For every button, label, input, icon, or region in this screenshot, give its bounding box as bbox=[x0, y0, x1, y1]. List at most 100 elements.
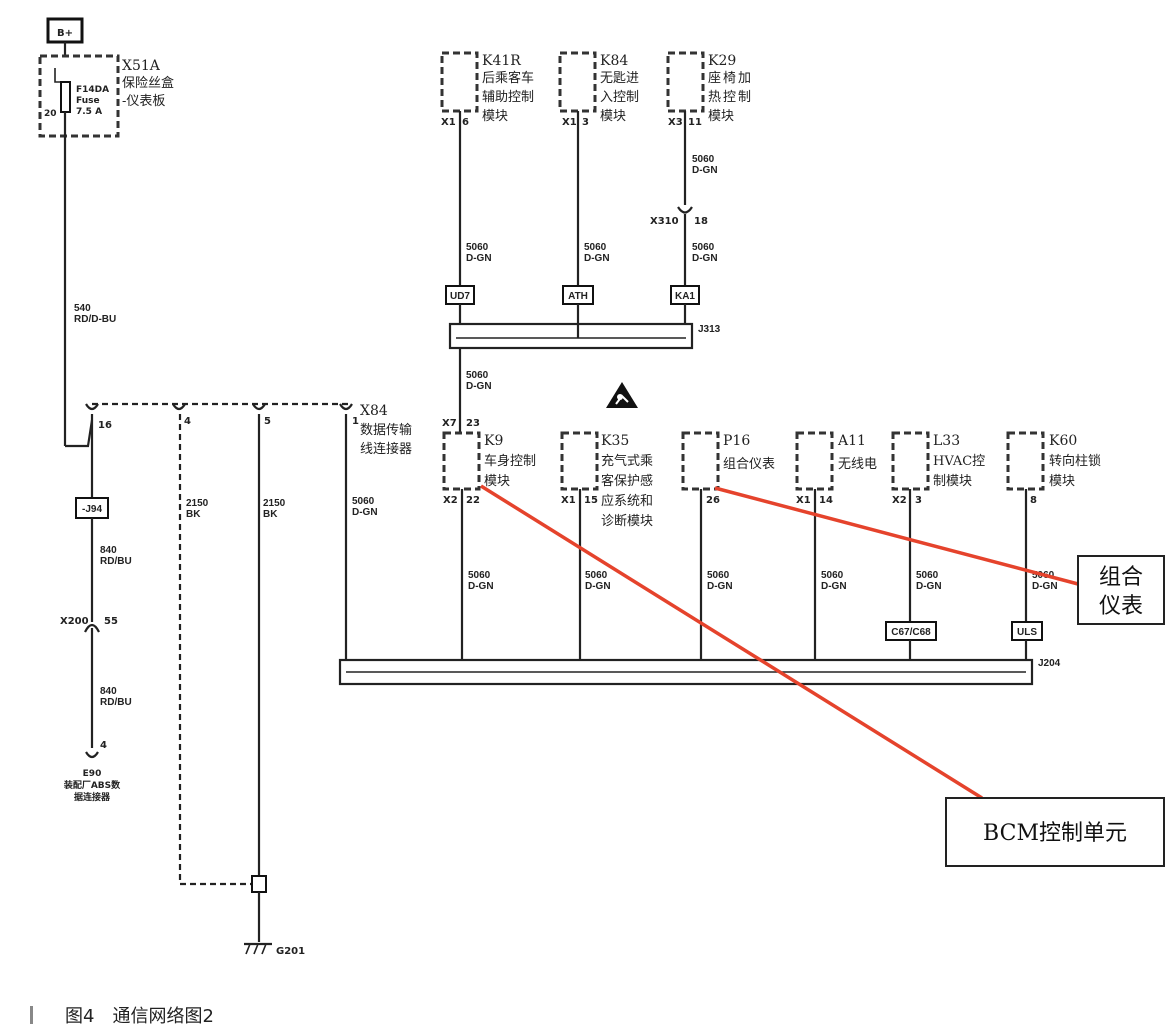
caption-marker bbox=[30, 1006, 33, 1024]
fuse-name-2: Fuse bbox=[76, 96, 100, 106]
wire-840-b-color: RD/BU bbox=[100, 697, 132, 708]
fuse-box-name-2: -仪表板 bbox=[122, 94, 165, 109]
wire-2150-b-num: 2150 bbox=[263, 498, 286, 509]
j313-out-wire-color: D-GN bbox=[466, 381, 492, 392]
x200-pin: 55 bbox=[104, 616, 118, 627]
module-k35-pin: 15 bbox=[584, 495, 598, 506]
module-p16-name-1: 组合仪表 bbox=[723, 457, 775, 472]
bcm-callout-box bbox=[945, 797, 1165, 867]
module-k35-wire-num: 5060 bbox=[585, 570, 608, 581]
module-k29-wire-color: D-GN bbox=[692, 253, 718, 264]
airbag-warning-icon bbox=[606, 382, 638, 408]
module-l33-name-1: HVAC控 bbox=[933, 454, 985, 469]
module-k9-wire-color: D-GN bbox=[468, 581, 494, 592]
wire-840-a-num: 840 bbox=[100, 545, 117, 556]
module-a11-wire-num: 5060 bbox=[821, 570, 844, 581]
module-k84-pin: 3 bbox=[582, 117, 589, 128]
ground-icon bbox=[244, 942, 272, 955]
module-l33-pin: 3 bbox=[915, 495, 922, 506]
module-k9-name-1: 车身控制 bbox=[484, 453, 536, 469]
module-k60-wire-color: D-GN bbox=[1032, 581, 1058, 592]
module-k29: K29 座椅加 热控制 模块 X3 11 5060 D-GN X310 18 5… bbox=[650, 51, 753, 324]
x310-pin: 18 bbox=[694, 216, 708, 227]
fuse-name-1: F14DA bbox=[76, 85, 109, 95]
module-l33: L33 HVAC控 制模块 X2 3 5060 D-GN C67/C68 bbox=[885, 431, 985, 660]
module-k41r: K41R 后乘客车 辅助控制 模块 X1 6 5060 D-GN UD7 bbox=[440, 51, 534, 324]
x7-pin: 23 bbox=[466, 418, 480, 429]
module-p16-wire-color: D-GN bbox=[707, 581, 733, 592]
module-k9-pin: 22 bbox=[466, 495, 480, 506]
x84-pin-1-label: 1 bbox=[352, 416, 359, 427]
wire-pin4 bbox=[178, 414, 252, 886]
j94-label: -J94 bbox=[82, 504, 102, 515]
module-k84-wire-color: D-GN bbox=[584, 253, 610, 264]
x310-id: X310 bbox=[650, 216, 679, 227]
module-k29-upper-wire-color: D-GN bbox=[692, 165, 718, 176]
module-l33-name-2: 制模块 bbox=[933, 474, 972, 489]
j204-label: J204 bbox=[1038, 658, 1061, 669]
module-k60-tag: ULS bbox=[1017, 627, 1037, 638]
module-k29-upper-wire-num: 5060 bbox=[692, 154, 715, 165]
module-l33-wire-color: D-GN bbox=[916, 581, 942, 592]
module-k35-wire-color: D-GN bbox=[585, 581, 611, 592]
x84-pin-4 bbox=[172, 403, 186, 411]
module-k29-id: K29 bbox=[708, 53, 736, 69]
module-k60-id: K60 bbox=[1049, 433, 1077, 449]
cluster-callout-line-2: 仪表 bbox=[1099, 594, 1143, 619]
module-p16: P16 组合仪表 26 5060 D-GN bbox=[681, 431, 775, 660]
wire-840-b-num: 840 bbox=[100, 686, 117, 697]
module-k35-name-3: 应系统和 bbox=[601, 493, 653, 509]
module-p16-id: P16 bbox=[723, 433, 750, 449]
wire-840-a-color: RD/BU bbox=[100, 556, 132, 567]
e90-pin: 4 bbox=[100, 740, 107, 751]
wire-5060-x84-num: 5060 bbox=[352, 496, 375, 507]
fuse-name-3: 7.5 A bbox=[76, 107, 102, 117]
module-k84-conn: X1 bbox=[562, 117, 577, 128]
cluster-callout-line bbox=[714, 486, 1079, 586]
caption-title: 通信网络图2 bbox=[112, 1006, 214, 1027]
fuse-box bbox=[38, 54, 120, 138]
module-l33-id: L33 bbox=[933, 433, 960, 449]
module-k84-name-1: 无匙进 bbox=[600, 71, 639, 86]
bcm-callout-label: BCM控制单元 bbox=[983, 821, 1127, 846]
x200-id: X200 bbox=[60, 616, 89, 627]
module-k84-id: K84 bbox=[600, 53, 628, 69]
wire-540-num: 540 bbox=[74, 303, 91, 314]
e90-connector bbox=[85, 751, 99, 759]
module-k84-tag: ATH bbox=[568, 291, 588, 302]
figure-caption: 图4 通信网络图2 bbox=[30, 1003, 214, 1027]
fuse-element bbox=[60, 81, 71, 113]
module-k29-tag: KA1 bbox=[675, 291, 695, 302]
x84-pin-16-label: 16 bbox=[98, 420, 112, 431]
module-k41r-id: K41R bbox=[482, 53, 521, 69]
module-a11-id: A11 bbox=[837, 433, 866, 449]
module-k35-conn: X1 bbox=[561, 495, 576, 506]
j204-splice bbox=[338, 658, 1034, 686]
module-k60-pin: 8 bbox=[1030, 495, 1037, 506]
module-k35-id: K35 bbox=[601, 433, 629, 449]
j313-label: J313 bbox=[698, 324, 721, 335]
module-l33-tag: C67/C68 bbox=[891, 627, 931, 638]
module-k84-name-2: 入控制 bbox=[600, 90, 639, 105]
module-k84-wire-num: 5060 bbox=[584, 242, 607, 253]
x84-id: X84 bbox=[360, 403, 388, 419]
ground-label: G201 bbox=[276, 946, 305, 957]
module-k35-name-4: 诊断模块 bbox=[601, 514, 653, 529]
x7-conn: X7 bbox=[442, 418, 457, 429]
module-k60: K60 转向柱锁 模块 8 5060 D-GN ULS bbox=[1006, 431, 1101, 660]
fuse-box-id: X51A bbox=[122, 58, 161, 74]
module-k29-name-3: 模块 bbox=[708, 109, 734, 124]
x200-connector bbox=[84, 623, 100, 633]
wire-540-to-x84 bbox=[65, 419, 94, 448]
x84-pin-1 bbox=[339, 403, 353, 411]
module-k29-name-2: 热控制 bbox=[708, 90, 753, 105]
module-k41r-name-2: 辅助控制 bbox=[482, 90, 534, 105]
wire-2150-b-color: BK bbox=[263, 509, 278, 520]
j313-splice bbox=[448, 322, 694, 350]
module-k41r-conn: X1 bbox=[441, 117, 456, 128]
module-k9: K9 车身控制 模块 X2 22 5060 D-GN bbox=[442, 431, 536, 660]
module-k29-wire-num: 5060 bbox=[692, 242, 715, 253]
module-l33-conn: X2 bbox=[892, 495, 907, 506]
battery-label: B+ bbox=[57, 28, 73, 39]
module-k84-name-3: 模块 bbox=[600, 109, 626, 124]
